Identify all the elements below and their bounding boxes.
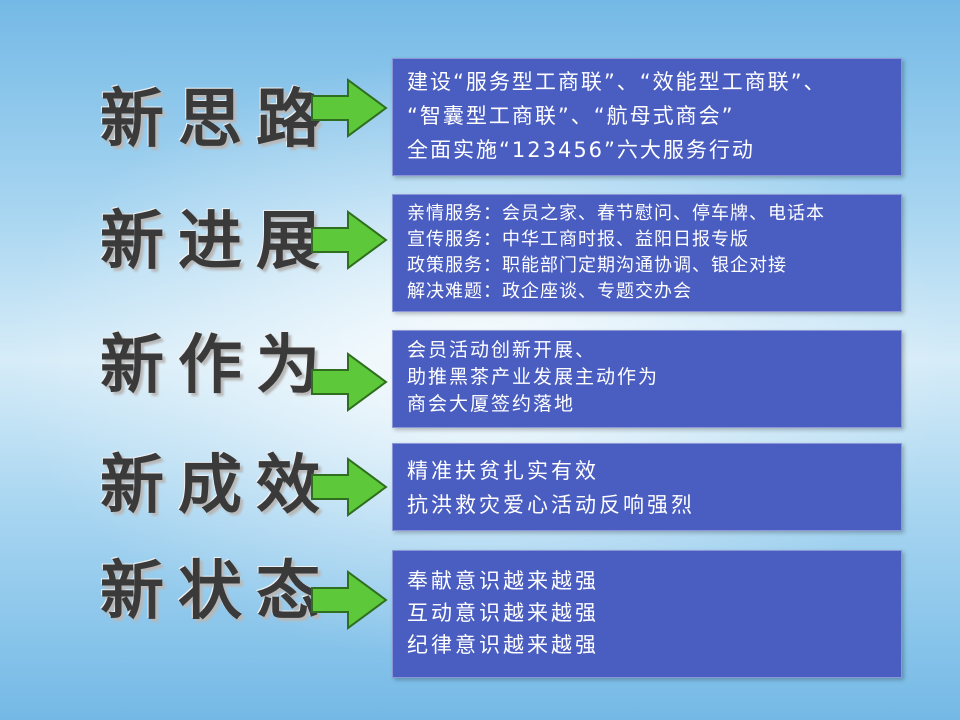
- right-arrow-icon: [311, 570, 388, 630]
- content-box-new-state: 奉献意识越来越强 互动意识越来越强 纪律意识越来越强: [392, 550, 902, 678]
- text-line: 会员活动创新开展、: [407, 339, 597, 361]
- content-box-new-thinking: 建设“服务型工商联”、“效能型工商联”、 “智囊型工商联”、“航母式商会” 全面…: [392, 58, 902, 176]
- text-line: 建设“服务型工商联”、“效能型工商联”、: [407, 70, 827, 94]
- text-line: 全面实施“123456”六大服务行动: [407, 138, 755, 162]
- text-line: 精准扶贫扎实有效: [407, 459, 599, 483]
- text-line: 政策服务：职能部门定期沟通协调、银企对接: [407, 255, 787, 276]
- text-line: 宣传服务：中华工商时报、益阳日报专版: [407, 229, 749, 250]
- heading-new-thinking: 新思路: [100, 83, 334, 157]
- text-line: 奉献意识越来越强: [407, 569, 599, 593]
- right-arrow-icon: [311, 352, 388, 412]
- text-line: “智囊型工商联”、“航母式商会”: [407, 104, 735, 128]
- content-box-new-progress: 亲情服务：会员之家、春节慰问、停车牌、电话本 宣传服务：中华工商时报、益阳日报专…: [392, 194, 902, 312]
- right-arrow-icon: [311, 78, 388, 138]
- text-line: 纪律意识越来越强: [407, 633, 599, 657]
- content-box-new-action: 会员活动创新开展、 助推黑茶产业发展主动作为 商会大厦签约落地: [392, 330, 902, 428]
- text-line: 商会大厦签约落地: [407, 393, 576, 415]
- right-arrow-icon: [311, 210, 388, 270]
- heading-new-results: 新成效: [100, 449, 334, 523]
- text-line: 解决难题：政企座谈、专题交办会: [407, 281, 692, 302]
- heading-new-state: 新状态: [100, 555, 334, 629]
- heading-new-progress: 新进展: [100, 205, 334, 279]
- text-line: 抗洪救灾爱心活动反响强烈: [407, 493, 695, 517]
- text-line: 亲情服务：会员之家、春节慰问、停车牌、电话本: [407, 203, 825, 224]
- text-line: 互动意识越来越强: [407, 601, 599, 625]
- content-box-new-results: 精准扶贫扎实有效 抗洪救灾爱心活动反响强烈: [392, 443, 902, 531]
- text-line: 助推黑茶产业发展主动作为: [407, 366, 660, 388]
- heading-new-action: 新作为: [100, 329, 334, 403]
- right-arrow-icon: [311, 457, 388, 517]
